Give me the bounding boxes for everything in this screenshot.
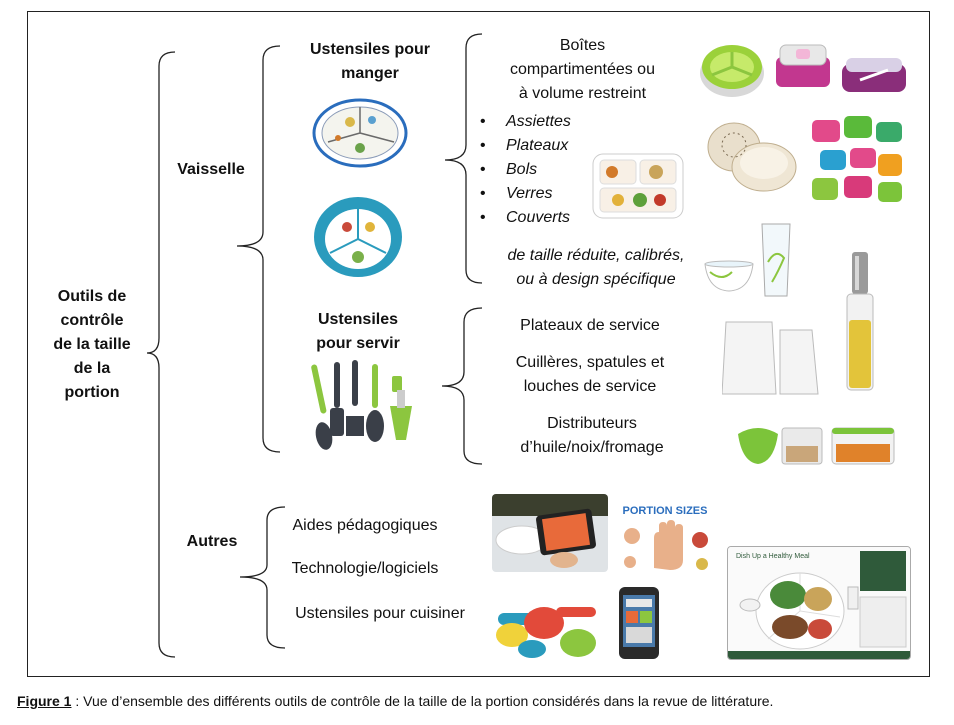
vaisselle-brace bbox=[236, 45, 281, 453]
autres-item-teaching: Aides pédagogiques bbox=[292, 517, 438, 534]
eating-title: Ustensiles pour manger bbox=[290, 38, 450, 86]
serving-utensils-image bbox=[302, 360, 424, 456]
autres-item-cooking: Ustensiles pour cuisiner bbox=[295, 605, 465, 622]
poster-heading: Dish Up a Healthy Meal bbox=[736, 553, 810, 560]
boites-label: Boîtes compartimentées ou à volume restr… bbox=[490, 34, 675, 106]
root-line-3: de la taille bbox=[53, 336, 131, 353]
purple-box-image bbox=[838, 50, 910, 98]
serving-item-2-line-1: Cuillères, spatules et bbox=[515, 354, 665, 371]
root-line-4: de la bbox=[73, 360, 111, 377]
figure-caption: Figure 1 : Vue d’ensemble des différents… bbox=[17, 693, 773, 709]
calibrated-glass-image bbox=[758, 222, 794, 298]
autres-brace bbox=[239, 506, 286, 649]
list-item: Couverts bbox=[480, 206, 571, 230]
serving-item-dispensers: Distributeurs d’huile/noix/fromage bbox=[488, 412, 696, 460]
autres-item-technology: Technologie/logiciels bbox=[291, 560, 439, 577]
healthy-meal-poster-image: Dish Up a Healthy Meal bbox=[727, 546, 911, 660]
colorful-containers-image bbox=[806, 112, 906, 212]
divided-plate-image bbox=[312, 98, 408, 168]
branch-autres: Autres bbox=[186, 533, 238, 550]
serving-item-trays: Plateaux de service bbox=[490, 314, 690, 338]
serving-title: Ustensiles pour servir bbox=[298, 308, 418, 356]
list-item: Plateaux bbox=[480, 134, 571, 158]
diet-plate-image bbox=[312, 195, 404, 279]
serving-brace bbox=[441, 307, 483, 465]
portion-tray-image bbox=[590, 150, 686, 222]
serving-title-line-1: Ustensiles bbox=[317, 311, 399, 328]
eating-brace bbox=[444, 33, 483, 284]
serving-item-spoons: Cuillères, spatules et louches de servic… bbox=[490, 351, 690, 399]
oil-sprayer-image bbox=[843, 250, 877, 392]
serving-title-line-2: pour servir bbox=[316, 335, 400, 352]
list-item: Verres bbox=[480, 182, 571, 206]
branch-vaisselle: Vaisselle bbox=[177, 161, 245, 178]
list-item: Assiettes bbox=[480, 110, 571, 134]
serving-item-1-line-1: Plateaux de service bbox=[520, 317, 660, 334]
boites-line-3: à volume restreint bbox=[518, 85, 647, 102]
root-label: Outils de contrôle de la taille de la po… bbox=[37, 285, 147, 405]
figure-label: Figure 1 bbox=[17, 693, 72, 709]
boites-line-2: compartimentées ou bbox=[510, 61, 655, 78]
measuring-cups-image bbox=[492, 585, 606, 660]
root-line-2: contrôle bbox=[60, 312, 124, 329]
green-compartment-bowl-image bbox=[697, 33, 767, 103]
eating-title-line-1: Ustensiles pour bbox=[309, 41, 431, 58]
note-line-2: ou à design spécifique bbox=[516, 271, 676, 288]
eating-title-line-2: manger bbox=[341, 65, 399, 82]
figure-frame bbox=[27, 11, 930, 677]
serving-item-2-line-2: louches de service bbox=[523, 378, 657, 395]
root-line-1: Outils de bbox=[57, 288, 127, 305]
serving-item-3-line-1: Distributeurs bbox=[547, 415, 637, 432]
root-line-5: portion bbox=[64, 384, 120, 401]
caption-text: : Vue d’ensemble des différents outils d… bbox=[71, 693, 774, 709]
portion-bowls-image bbox=[704, 115, 800, 195]
pink-lunch-container-image bbox=[772, 35, 834, 97]
tablet-image bbox=[492, 494, 608, 572]
tableware-list: Assiettes Plateaux Bols Verres Couverts bbox=[480, 110, 571, 230]
boites-line-1: Boîtes bbox=[559, 37, 606, 54]
portion-sizes-poster-image: PORTION SIZES bbox=[614, 490, 716, 578]
tableware-note: de taille réduite, calibrés, ou à design… bbox=[486, 244, 706, 292]
small-bowl-image bbox=[702, 258, 756, 294]
root-brace bbox=[146, 51, 176, 658]
note-line-1: de taille réduite, calibrés, bbox=[507, 247, 685, 264]
list-item: Bols bbox=[480, 158, 571, 182]
smartphone-app-image bbox=[617, 585, 661, 661]
poster-title: PORTION SIZES bbox=[623, 505, 708, 517]
serving-item-3-line-2: d’huile/noix/fromage bbox=[520, 439, 664, 456]
serving-trays-image bbox=[722, 318, 822, 398]
dispensers-image bbox=[734, 418, 898, 472]
